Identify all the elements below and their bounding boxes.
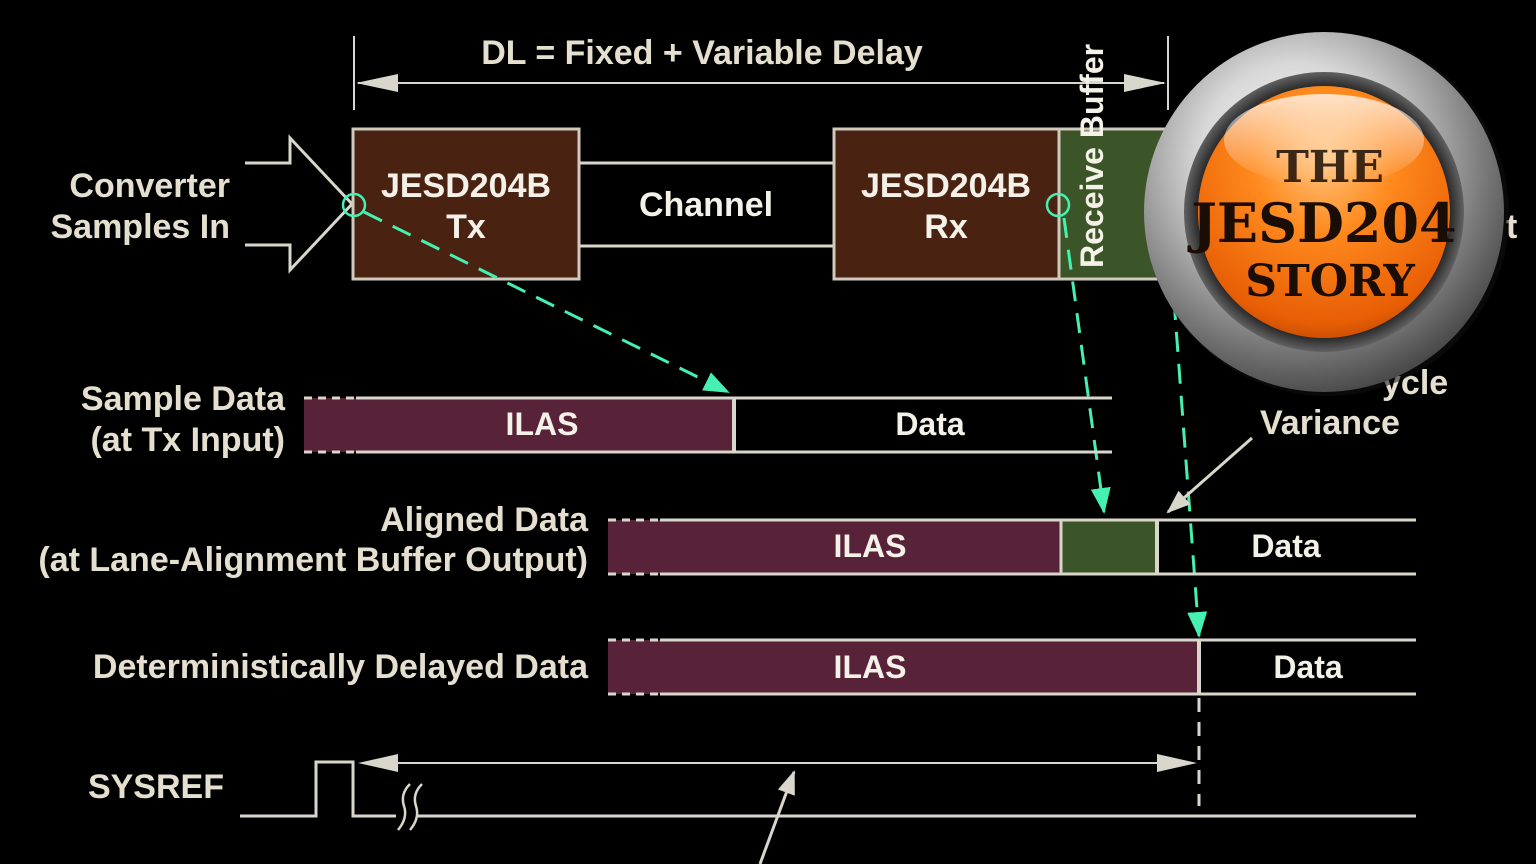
delayed-ilas-label: ILAS — [834, 649, 907, 685]
badge-line3: STORY — [1245, 256, 1415, 307]
jesd204-story-badge: THE JESD204 STORY — [1144, 32, 1509, 396]
aligned-data-label-line1: Aligned Data — [380, 501, 589, 539]
sysref-waveform — [240, 760, 1416, 831]
variance-label: Variance — [1260, 404, 1400, 442]
rx-block-line2: Rx — [924, 208, 968, 246]
badge-line1: THE — [1276, 142, 1384, 193]
sample-data-label-line2: (at Tx Input) — [90, 421, 285, 459]
tx-block — [351, 127, 581, 281]
sample-ilas-label: ILAS — [506, 406, 579, 442]
aligned-ilas-label: ILAS — [834, 528, 907, 564]
aligned-data-value-label: Data — [1251, 528, 1321, 564]
sample-data-row: ILAS Data — [304, 396, 1112, 454]
delayed-ilas-segment — [608, 640, 1199, 694]
tx-to-sample-arrow — [363, 210, 730, 394]
input-label-line1: Converter — [69, 167, 230, 205]
sysref-delay-dimension — [358, 754, 1197, 864]
sysref-delay-pointer — [758, 770, 796, 864]
rx-block-line1: JESD204B — [861, 167, 1031, 205]
rx-tap-circle — [1045, 192, 1071, 218]
dl-dimension: DL = Fixed + Variable Delay — [353, 34, 1169, 110]
timing-arrows — [341, 192, 1208, 638]
input-label-line2: Samples In — [50, 208, 230, 246]
aligned-data-label-line2: (at Lane-Alignment Buffer Output) — [38, 541, 588, 579]
badge-line2: JESD204 — [1187, 191, 1456, 255]
delayed-data-value-label: Data — [1273, 649, 1343, 685]
variance-pointer — [1166, 436, 1253, 514]
rx-to-aligned-arrow — [1062, 217, 1111, 514]
tx-block-line2: Tx — [446, 208, 486, 246]
delayed-data-row: ILAS Data — [608, 638, 1416, 696]
tx-block-line1: JESD204B — [381, 167, 551, 205]
output-label-fragment: t — [1506, 208, 1517, 246]
channel-label: Channel — [639, 186, 773, 224]
rx-block — [832, 127, 1061, 281]
dl-label: DL = Fixed + Variable Delay — [481, 34, 923, 72]
sample-data-label-line1: Sample Data — [81, 380, 286, 418]
badge-gloss — [1224, 94, 1424, 186]
receive-buffer-label: Receive Buffer — [1074, 44, 1110, 268]
delayed-data-label: Deterministically Delayed Data — [93, 648, 589, 686]
sample-data-value-label: Data — [895, 406, 965, 442]
sample-ilas-segment — [304, 398, 734, 452]
buffer-to-delayed-arrow — [1172, 299, 1208, 638]
aligned-variance-segment — [1061, 520, 1157, 574]
aligned-ilas-segment — [608, 520, 1061, 574]
input-arrow — [245, 134, 355, 274]
tx-tap-circle — [341, 192, 367, 218]
aligned-data-row: ILAS Data — [608, 518, 1416, 576]
sysref-label: SYSREF — [88, 768, 224, 806]
